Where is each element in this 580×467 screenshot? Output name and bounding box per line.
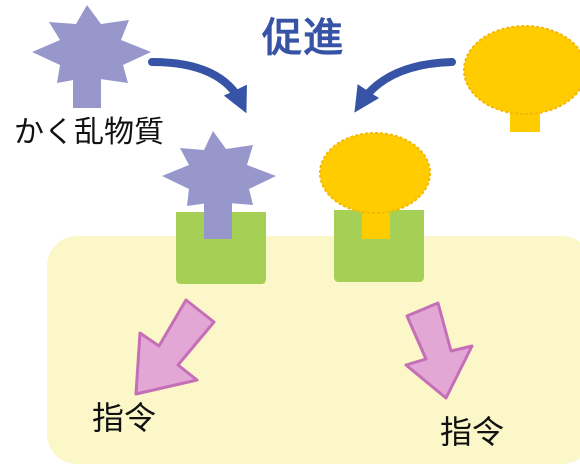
curved-arrow-left (148, 58, 247, 114)
star-molecule-icon (32, 5, 151, 92)
mushroom-hormone-icon (463, 25, 580, 115)
cell-body (47, 236, 580, 464)
command-label-right: 指令 (440, 413, 505, 451)
promote-label: 促進 (262, 15, 344, 61)
down-arrow-icon (134, 298, 216, 396)
curved-arrow-right (354, 58, 456, 113)
star-molecule-icon (162, 131, 276, 215)
receptor-right (334, 210, 424, 282)
disruptor-molecule-bound (162, 131, 276, 239)
disruptor-molecule-free (32, 5, 151, 108)
hormone-molecule-bound (319, 132, 431, 239)
disruptor-label: かく乱物質 (14, 115, 164, 150)
down-arrow-icon (404, 301, 474, 400)
hormone-molecule-free (463, 25, 580, 132)
command-label-left: 指令 (92, 399, 157, 437)
receptor-left (176, 212, 266, 284)
mushroom-hormone-icon (319, 132, 431, 214)
